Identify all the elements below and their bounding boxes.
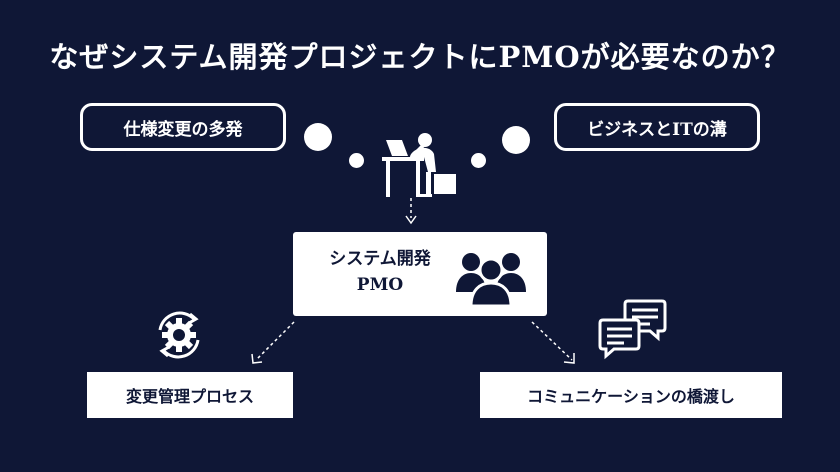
team-group-icon bbox=[456, 253, 526, 306]
challenge-spec-changes-label: 仕様変更の多発 bbox=[123, 119, 243, 140]
outcome-communication-bridge-label: コミュニケーションの橋渡し bbox=[527, 387, 735, 406]
thought-bubble-left-large bbox=[304, 123, 332, 151]
thought-bubble-right-small bbox=[471, 153, 486, 168]
pmo-label-line1: システム開発 bbox=[329, 249, 431, 269]
arrow-pmo-to-change-management bbox=[251, 321, 295, 364]
outcome-change-management: 変更管理プロセス bbox=[87, 372, 293, 418]
gear-cycle-icon bbox=[158, 311, 200, 359]
page-title: なぜシステム開発プロジェクトにPMOが必要なのか？ bbox=[49, 40, 791, 74]
chat-bubbles-icon bbox=[598, 299, 667, 360]
pmo-label: システム開発 PMO bbox=[315, 246, 445, 298]
pmo-label-line2: PMO bbox=[356, 275, 404, 295]
arrow-person-to-pmo bbox=[405, 198, 417, 225]
arrow-pmo-to-communication bbox=[531, 321, 575, 364]
thought-bubble-right-large bbox=[502, 126, 530, 154]
challenge-spec-changes: 仕様変更の多発 bbox=[80, 103, 286, 151]
person-at-desk-icon bbox=[382, 133, 456, 197]
outcome-change-management-label: 変更管理プロセス bbox=[125, 387, 254, 406]
challenge-business-it-gap: ビジネスとITの溝 bbox=[554, 103, 760, 151]
challenge-business-it-gap-label: ビジネスとITの溝 bbox=[587, 119, 727, 140]
thought-bubble-left-small bbox=[349, 153, 364, 168]
pmo-box: システム開発 PMO bbox=[293, 232, 547, 316]
outcome-communication-bridge: コミュニケーションの橋渡し bbox=[480, 372, 782, 418]
